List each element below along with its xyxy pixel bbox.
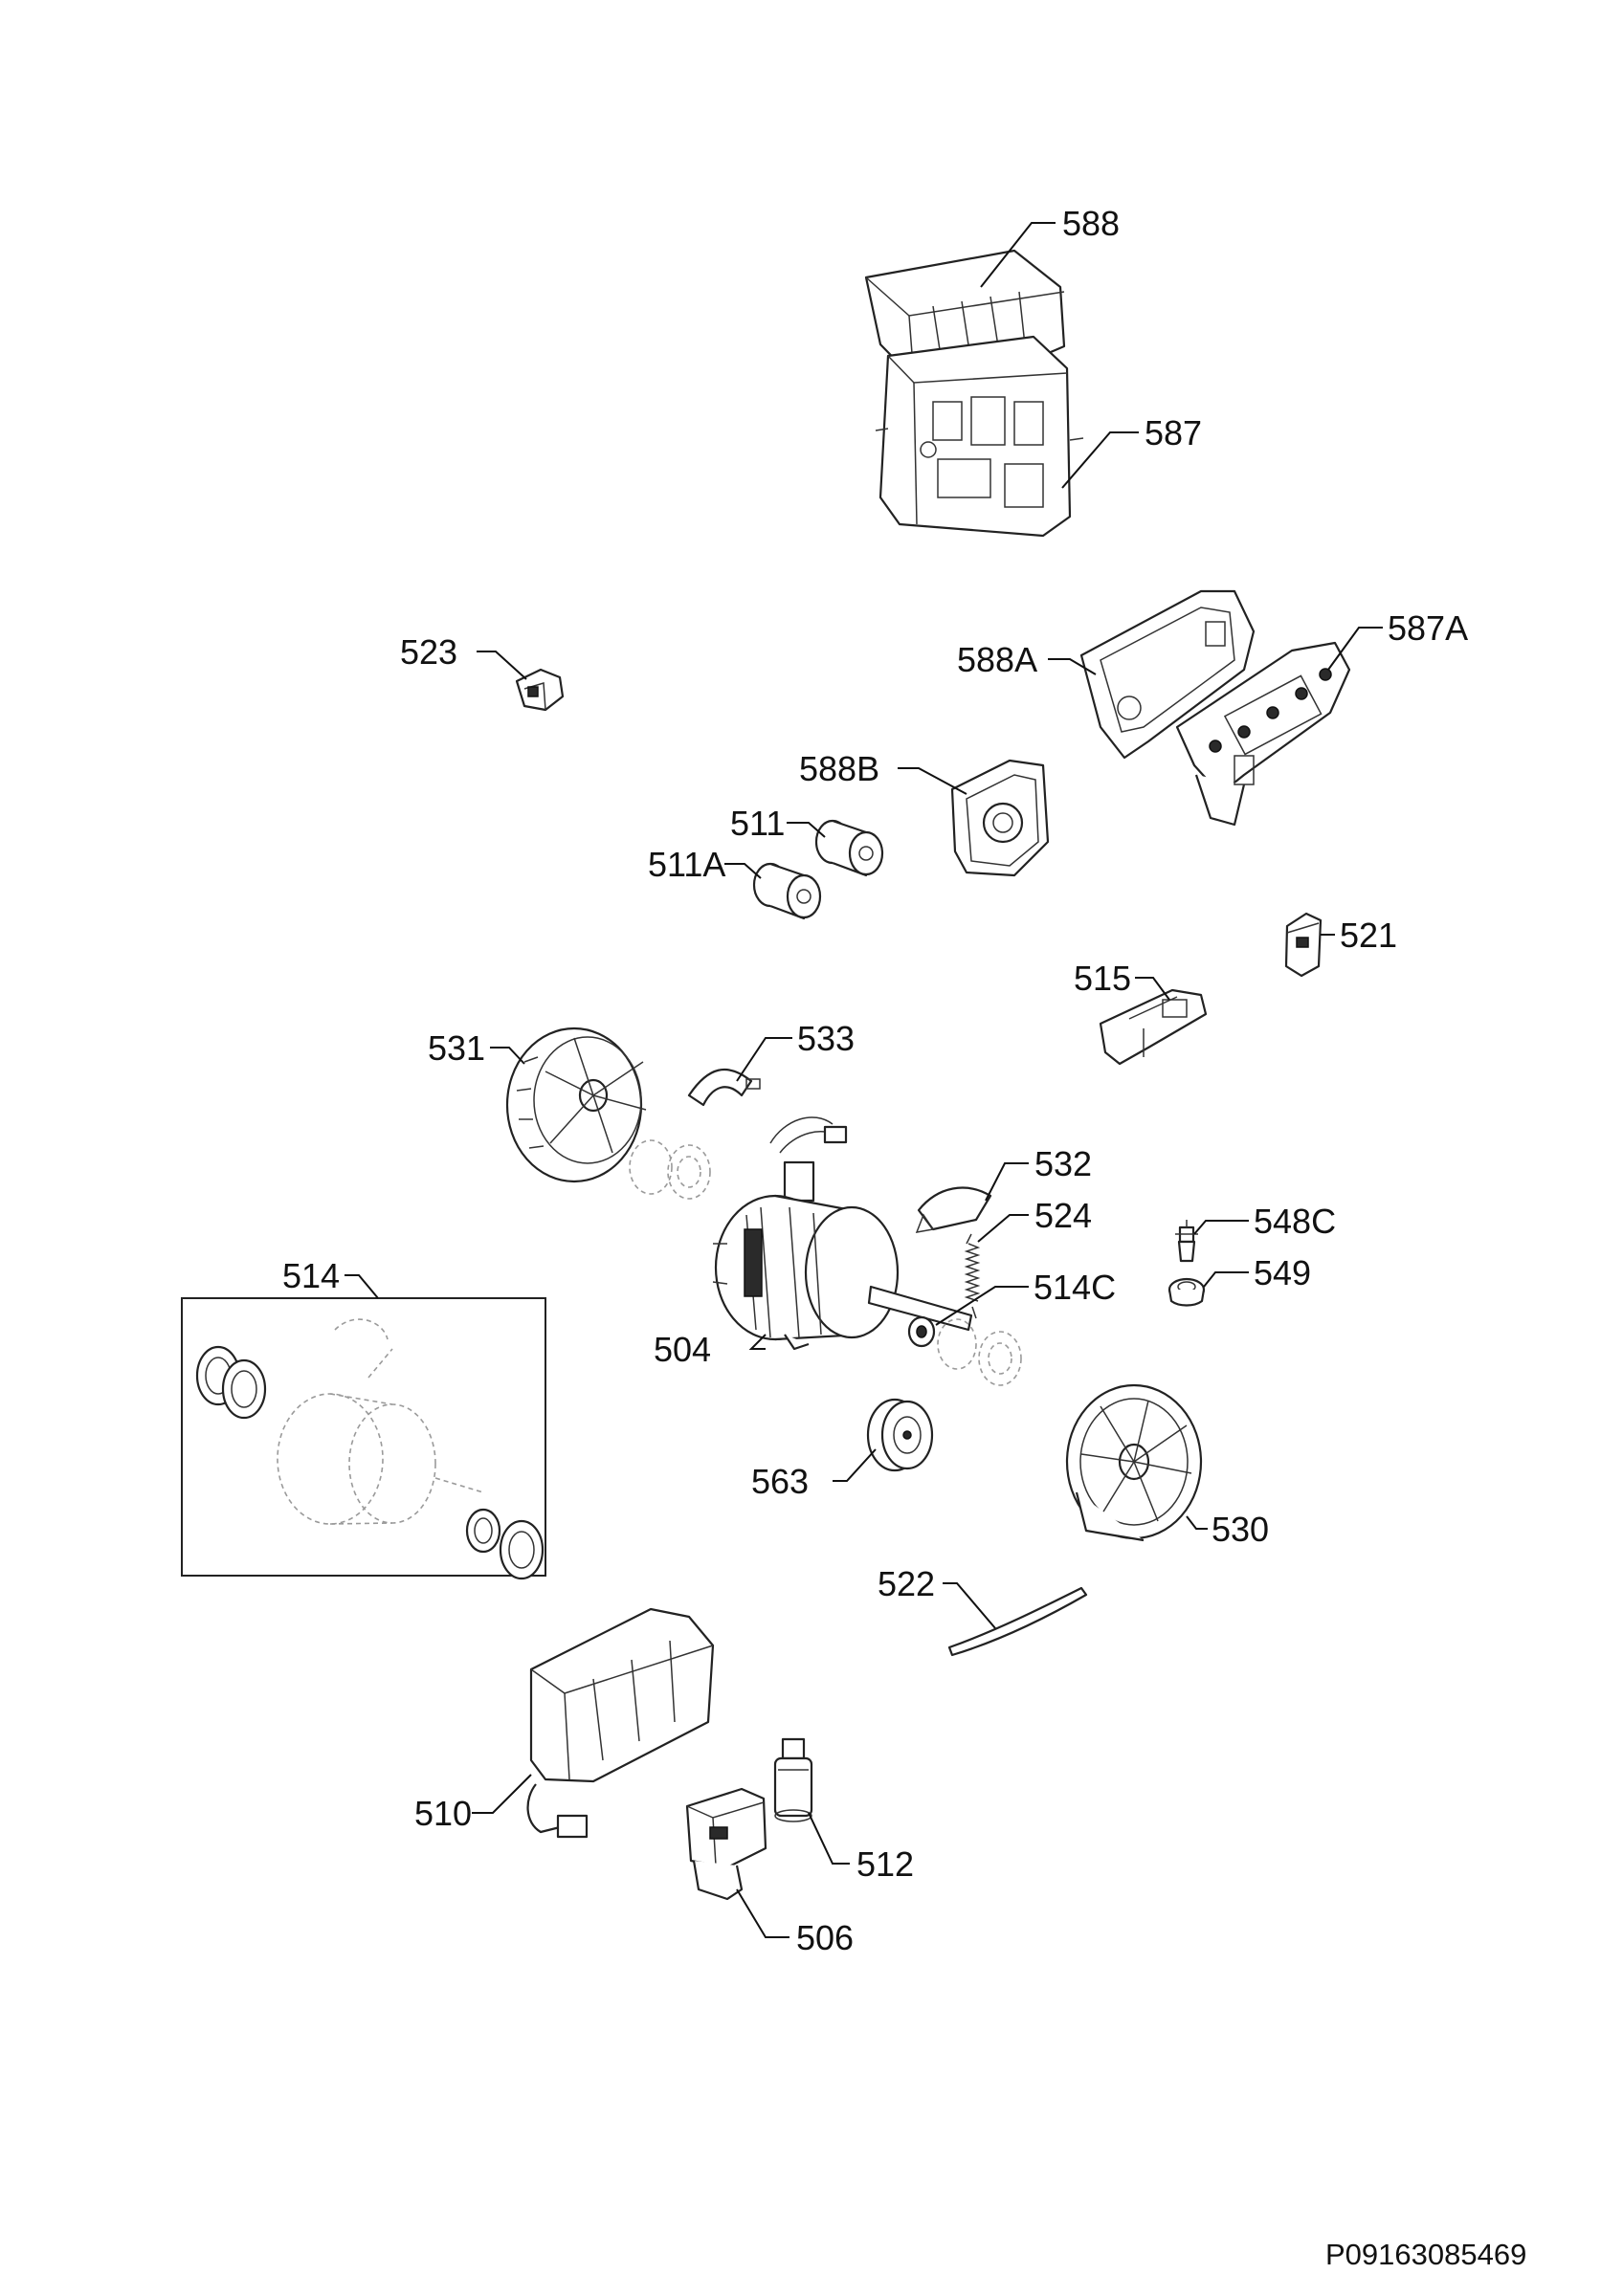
part-514c-washer (907, 1315, 936, 1348)
part-587-board (875, 335, 1084, 538)
label-523: 523 (400, 632, 457, 672)
label-588a: 588A (957, 640, 1037, 679)
label-511: 511 (730, 804, 785, 843)
label-563: 563 (751, 1462, 809, 1501)
part-563-pulley (866, 1398, 934, 1472)
part-511-capacitor (814, 819, 884, 877)
part-548c-sensor (1175, 1220, 1198, 1263)
label-588b: 588B (799, 749, 879, 788)
motor-wiring (769, 1116, 848, 1203)
part-533-cable-clip (687, 1068, 761, 1107)
label-515: 515 (1074, 959, 1131, 998)
label-514c: 514C (1034, 1268, 1116, 1307)
label-587: 587 (1145, 413, 1202, 453)
label-524: 524 (1034, 1196, 1092, 1235)
part-512-capacitor (773, 1737, 813, 1822)
part-523-clip (515, 668, 565, 712)
part-531-fan (505, 1027, 647, 1183)
part-515-bracket (1099, 988, 1208, 1066)
document-id: P09163085469 (1325, 2238, 1526, 2271)
part-532-cover-piece (915, 1186, 992, 1233)
part-506-pump (685, 1787, 767, 1901)
part-588a-frame (1079, 589, 1256, 760)
ghost-bearing-rings-left (629, 1139, 711, 1200)
label-521: 521 (1340, 916, 1397, 955)
part-587a-ui-board (1175, 641, 1351, 827)
label-549: 549 (1254, 1253, 1311, 1292)
label-510: 510 (414, 1794, 472, 1833)
label-548c: 548C (1254, 1202, 1336, 1241)
part-514-kit-box (181, 1297, 546, 1580)
part-522-strip (947, 1586, 1088, 1657)
part-524-spring (964, 1233, 981, 1319)
label-588: 588 (1062, 204, 1120, 243)
label-504: 504 (654, 1330, 711, 1369)
label-587a: 587A (1388, 608, 1468, 648)
label-514: 514 (282, 1256, 340, 1295)
label-506: 506 (796, 1918, 854, 1957)
ghost-bearing-rings-right (937, 1318, 1022, 1386)
part-530-drum-fan (1065, 1383, 1203, 1542)
label-531: 531 (428, 1028, 485, 1068)
label-512: 512 (856, 1844, 914, 1884)
part-588b-housing (950, 759, 1050, 877)
label-532: 532 (1034, 1144, 1092, 1183)
label-511a: 511A (648, 845, 725, 884)
leader-lines (345, 222, 1383, 1938)
part-511a-capacitor (752, 862, 822, 920)
callout-labels: 588 587 523 588A 587A 588B 511 511A 521 … (282, 204, 1526, 2271)
part-549-grommet (1167, 1277, 1206, 1307)
label-533: 533 (797, 1019, 855, 1058)
part-510-heater (526, 1607, 715, 1839)
label-522: 522 (878, 1564, 935, 1603)
part-504-motor (712, 1194, 973, 1351)
label-530: 530 (1212, 1510, 1269, 1549)
part-521-switch (1284, 912, 1323, 978)
